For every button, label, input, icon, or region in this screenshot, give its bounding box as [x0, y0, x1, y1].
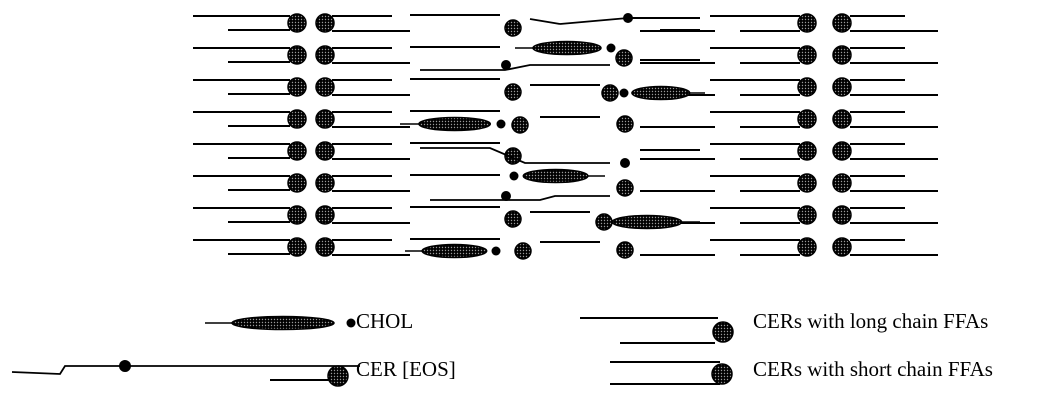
cholesterol-molecule: [598, 216, 701, 229]
lipid-row: [193, 238, 938, 256]
ceramide-head: [602, 85, 618, 101]
legend-cer-eos-icon: [12, 360, 360, 386]
cer-eos-dot: [623, 13, 633, 23]
ceramide-head: [798, 238, 816, 256]
ceramide-head: [617, 242, 633, 258]
ceramide-head: [798, 78, 816, 96]
lipid-row: [193, 110, 938, 128]
ceramide-head: [616, 50, 632, 66]
lipid-row: [193, 142, 938, 160]
central-region: [400, 13, 705, 259]
cer-eos-dot: [620, 158, 630, 168]
legend-cer-long-label: CERs with long chain FFAs: [753, 311, 988, 332]
ceramide-head: [833, 142, 851, 160]
ceramide-head: [713, 322, 733, 342]
ceramide-head: [316, 110, 334, 128]
lipid-row: [193, 78, 938, 96]
lipid-layers: [193, 13, 938, 259]
ceramide-head: [798, 110, 816, 128]
cholesterol-head: [347, 319, 356, 328]
ceramide-head: [288, 14, 306, 32]
ceramide-head: [833, 174, 851, 192]
cholesterol-molecule: [405, 245, 501, 258]
legend-chol-icon: [205, 317, 356, 330]
ceramide-head: [505, 211, 521, 227]
ceramide-head: [798, 142, 816, 160]
ceramide-head: [712, 364, 732, 384]
cholesterol-head: [497, 120, 506, 129]
cholesterol-ring: [422, 245, 487, 258]
ceramide-head: [833, 78, 851, 96]
cholesterol-head: [620, 89, 629, 98]
ceramide-head: [316, 14, 334, 32]
cer-eos-molecule: [420, 60, 610, 70]
cer-eos-molecule: [420, 148, 630, 168]
cholesterol-ring: [632, 87, 690, 100]
legend-cer-long-icon: [580, 318, 733, 343]
cholesterol-molecule: [515, 42, 616, 55]
ceramide-head: [288, 142, 306, 160]
cholesterol-ring: [232, 317, 334, 330]
ceramide-head: [505, 84, 521, 100]
ceramide-head: [833, 14, 851, 32]
legend-chol-label: CHOL: [356, 311, 413, 332]
ceramide-head: [505, 20, 521, 36]
ceramide-head: [316, 46, 334, 64]
cer-eos-chain: [420, 65, 610, 70]
legend-cer-eos-label: CER [EOS]: [356, 359, 456, 380]
ceramide-head: [833, 206, 851, 224]
cholesterol-head: [492, 247, 501, 256]
cholesterol-head: [510, 172, 519, 181]
eos-chain: [560, 18, 628, 24]
cholesterol-ring: [533, 42, 601, 55]
cholesterol-molecule: [400, 118, 506, 131]
ceramide-head: [798, 174, 816, 192]
ceramide-head: [288, 174, 306, 192]
ceramide-head: [833, 46, 851, 64]
ceramide-head: [617, 180, 633, 196]
cer-eos-chain: [430, 196, 610, 200]
cer-eos-chain: [12, 366, 360, 374]
ceramide-head: [798, 14, 816, 32]
lipid-row: [193, 206, 938, 224]
ceramide-head: [288, 78, 306, 96]
legend-cer-short-label: CERs with short chain FFAs: [753, 359, 993, 380]
ceramide-head: [328, 366, 348, 386]
ceramide-head: [288, 46, 306, 64]
ceramide-head: [596, 214, 612, 230]
legend-cer-short-icon: [610, 362, 732, 384]
ceramide-head: [798, 46, 816, 64]
ceramide-head: [288, 206, 306, 224]
ceramide-head: [288, 110, 306, 128]
cholesterol-ring: [523, 170, 588, 183]
ceramide-head: [316, 238, 334, 256]
cer-eos-dot: [501, 191, 511, 201]
cer-eos-molecule: [430, 191, 610, 201]
cholesterol-molecule: [620, 87, 706, 100]
ceramide-head: [316, 142, 334, 160]
ceramide-head: [316, 78, 334, 96]
ceramide-head: [512, 117, 528, 133]
cer-eos-dot: [501, 60, 511, 70]
ceramide-head: [288, 238, 306, 256]
cholesterol-head: [607, 44, 616, 53]
eos-chain: [530, 19, 560, 24]
ceramide-head: [798, 206, 816, 224]
ceramide-head: [515, 243, 531, 259]
ceramide-head: [617, 116, 633, 132]
ceramide-head: [833, 110, 851, 128]
cholesterol-molecule: [510, 170, 606, 183]
cer-eos-dot: [119, 360, 131, 372]
cholesterol-ring: [612, 216, 681, 229]
ceramide-head: [316, 206, 334, 224]
ceramide-head: [316, 174, 334, 192]
cholesterol-ring: [419, 118, 490, 131]
ceramide-head: [833, 238, 851, 256]
